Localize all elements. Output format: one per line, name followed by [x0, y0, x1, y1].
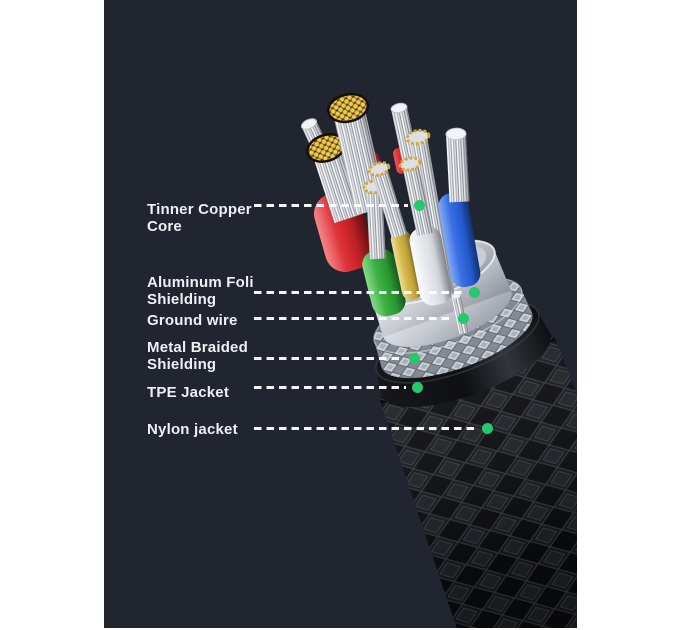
copper-ring-bundle [367, 161, 408, 239]
copper-core-cross-section [327, 92, 369, 124]
copper-ring-icon [367, 161, 391, 177]
copper-ring-icon [398, 156, 422, 172]
wire-blue-jacket [438, 192, 481, 288]
wire-yellow-jacket [390, 229, 422, 300]
tinned-copper-core-bundle [306, 133, 364, 224]
copper-ring-icon [405, 128, 431, 146]
wire-white-jacket [409, 226, 452, 306]
copper-strand-bundle [445, 127, 470, 203]
wire-green-jacket [362, 249, 406, 317]
copper-ring-bundle [398, 156, 433, 237]
